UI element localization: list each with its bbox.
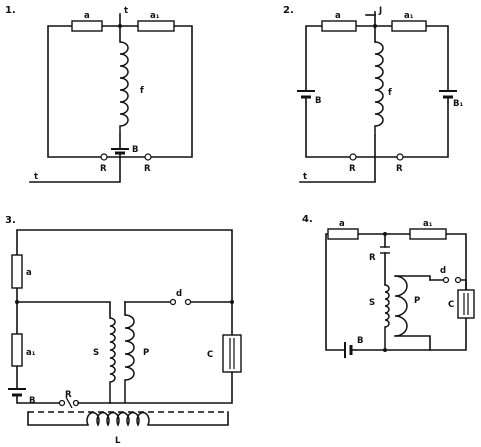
diagram-3-label-S: S: [93, 348, 99, 358]
diagram-2-terminal-R-left: [349, 153, 357, 161]
diagram-2-number: 2.: [283, 5, 294, 16]
diagram-4-label-C: C: [448, 300, 454, 310]
diagram-1-number: 1.: [5, 5, 16, 16]
diagram-4-label-R: R: [369, 253, 376, 263]
diagram-2-label-J: J: [378, 6, 382, 16]
diagram-4-label-d: d: [440, 266, 446, 276]
diagram-1-junction: [118, 24, 122, 28]
diagram-4-gap-electrode-right: [454, 276, 462, 284]
diagram-1-label-bottom-t: t: [34, 172, 38, 182]
diagram-2-resistor-a: [321, 20, 357, 32]
diagram-3-resistor-a1: [11, 333, 23, 367]
diagram-1-label-a1: a₁: [150, 11, 160, 21]
diagram-4-junction-top: [383, 232, 387, 236]
diagram-3-label-L: L: [115, 436, 121, 446]
diagram-1-terminal-R-left: [100, 153, 108, 161]
diagram-4-label-a: a: [339, 219, 345, 229]
diagram-4-capacitor-C: [457, 289, 475, 319]
diagram-2-frame-wire: [305, 25, 449, 158]
diagram-2-label-R-left: R: [349, 164, 356, 174]
diagram-2-label-R-right: R: [396, 164, 403, 174]
diagram-3-battery-B: [8, 388, 26, 397]
diagram-2-junction: [373, 24, 377, 28]
diagram-4-gap-wire: [429, 279, 467, 291]
diagram-1-label-a: a: [84, 11, 90, 21]
diagram-4-number: 4.: [302, 214, 313, 225]
diagram-3-label-a: a: [26, 268, 32, 278]
diagram-3-coil-S: [109, 317, 116, 403]
diagram-4-gap-electrode-left: [442, 276, 450, 284]
diagram-3-label-B: B: [29, 396, 35, 406]
diagram-3-mid-wire: [16, 301, 233, 319]
diagram-2-terminal-R-right: [396, 153, 404, 161]
circuit-diagram-2: 2. a a₁ J f B B₁ R R t: [283, 5, 463, 183]
diagram-2-center-wire-bottom: [299, 135, 376, 183]
diagram-1-label-t: t: [124, 6, 128, 16]
circuit-diagram-4: 4. a a₁ R S P d C: [302, 214, 475, 358]
diagram-1-battery-B: [111, 148, 129, 155]
diagram-2-label-a1: a₁: [404, 11, 414, 21]
diagram-3-inductor-L: [86, 411, 150, 427]
diagram-3-gap-electrode-left: [169, 298, 177, 306]
diagram-1-label-B: B: [132, 145, 138, 155]
diagram-4-switch-R: [380, 246, 390, 254]
diagram-3-outer-wire: [16, 229, 233, 404]
diagram-3-junction-right: [230, 300, 234, 304]
circuit-diagram-1: 1. a a₁ t f B R R t: [5, 5, 193, 183]
diagram-1-resistor-a1: [137, 20, 175, 32]
diagram-2-label-B1: B₁: [453, 99, 463, 109]
diagram-3-label-P: P: [143, 348, 149, 358]
diagram-2-label-f: f: [388, 88, 392, 98]
diagram-1-resistor-a: [71, 20, 103, 32]
diagram-1-center-wire-bottom: [29, 135, 121, 183]
diagram-2-label-B: B: [315, 96, 321, 106]
diagram-3-capacitor-C: [222, 334, 242, 373]
diagram-4-secondary-lead-top: [394, 275, 431, 281]
diagram-4-coil-P: [394, 275, 408, 337]
diagram-2-battery-B: [297, 90, 315, 103]
diagram-4-resistor-a: [327, 228, 359, 240]
diagram-3-coil-P: [124, 314, 135, 403]
diagram-3-label-d: d: [176, 289, 182, 299]
diagram-3-gap-electrode-right: [184, 298, 192, 306]
diagram-2-label-bottom-t: t: [303, 172, 307, 182]
diagram-4-frame-wire: [325, 233, 467, 351]
diagram-4-label-B: B: [357, 336, 363, 346]
diagram-1-label-R-right: R: [144, 164, 151, 174]
diagram-2-coil-f: [374, 41, 384, 136]
diagram-2-label-a: a: [335, 11, 341, 21]
diagram-4-resistor-a1: [409, 228, 447, 240]
diagram-4-junction-bottom: [383, 348, 387, 352]
diagram-3-label-a1: a₁: [26, 348, 36, 358]
diagram-4-label-S: S: [369, 298, 375, 308]
diagram-1-coil-f: [119, 41, 129, 136]
circuit-diagram-3: 3. a a₁ S P: [5, 215, 242, 446]
diagram-4-coil-S: [384, 284, 390, 350]
diagram-2-resistor-a1: [391, 20, 427, 32]
diagram-4-label-P: P: [414, 296, 420, 306]
diagram-3-label-R: R: [65, 390, 72, 400]
diagram-3-switch-blade: [65, 396, 73, 409]
diagram-4-label-a1: a₁: [423, 219, 433, 229]
diagram-4-secondary-lead-bottom: [394, 335, 431, 351]
diagram-1-terminal-R-right: [144, 153, 152, 161]
diagram-3-label-C: C: [207, 350, 213, 360]
diagram-3-resistor-a: [11, 254, 23, 289]
diagram-3-switch-contact-left: [58, 399, 66, 407]
diagram-2-battery-B1: [439, 90, 457, 103]
diagram-1-label-R-left: R: [100, 164, 107, 174]
diagram-1-label-f: f: [140, 86, 144, 96]
diagram-3-junction-left: [15, 300, 19, 304]
diagram-4-battery-B: [344, 342, 357, 358]
diagram-3-number: 3.: [5, 215, 16, 226]
diagram-3-inductor-wire: [27, 411, 229, 426]
